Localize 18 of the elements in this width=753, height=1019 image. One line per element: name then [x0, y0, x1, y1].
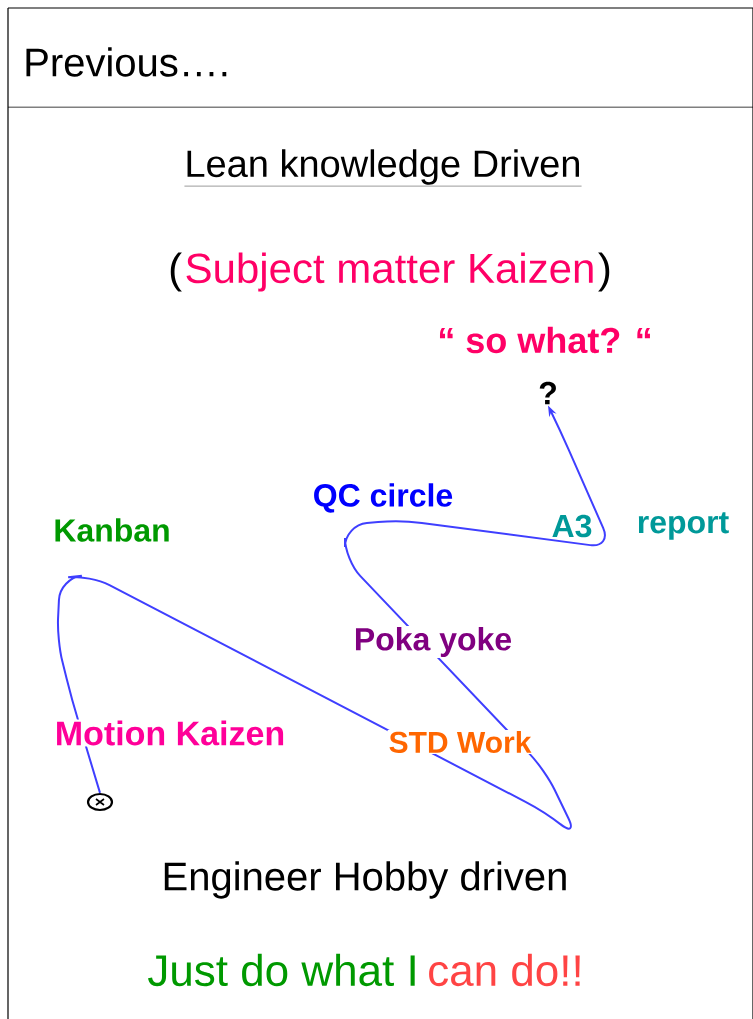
step-label: Motion Kaizen [53, 719, 287, 747]
step-label: Kanban [52, 517, 172, 543]
quote-text: “ so what? “ [436, 325, 654, 355]
step-label: A3 [550, 513, 594, 539]
title: Lean knowledge Driven [184, 149, 582, 187]
start-symbol [86, 792, 114, 812]
step-label: QC circle [311, 482, 455, 514]
header-text: Previous…. [22, 46, 231, 78]
parenthesis: ) [596, 251, 613, 293]
step-label: Poka yoke [352, 626, 514, 658]
bottom-text: Engineer Hobby driven [160, 860, 570, 900]
bottom-text: can do!! [426, 952, 585, 988]
parenthesis: ( [167, 251, 184, 293]
subtitle: Subject matter Kaizen [183, 251, 597, 293]
question-mark: ? [539, 381, 556, 405]
bottom-text: Just do what I [146, 952, 420, 988]
step-label: report [635, 511, 731, 541]
step-label: STD Work [387, 730, 533, 754]
